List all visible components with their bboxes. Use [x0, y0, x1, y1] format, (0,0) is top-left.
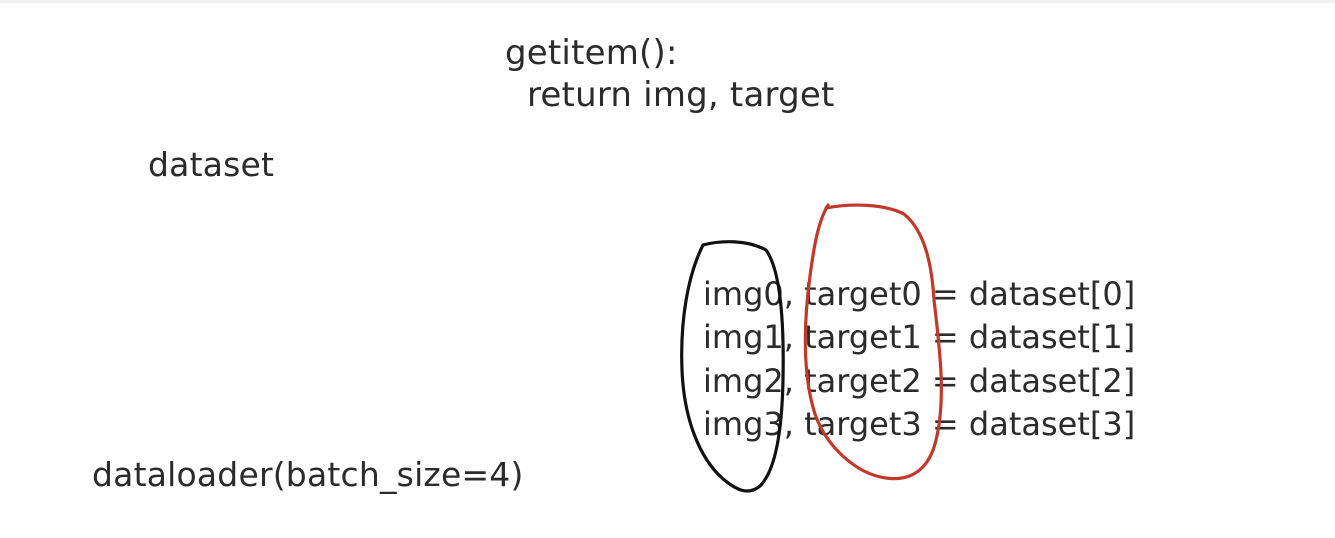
- dataset-row: img2, target2 = dataset[2]: [703, 362, 1136, 400]
- dataset-row: img3, target3 = dataset[3]: [703, 405, 1136, 443]
- dataset-label: dataset: [148, 145, 275, 184]
- dataset-row: img0, target0 = dataset[0]: [703, 275, 1136, 313]
- top-edge: [0, 0, 1335, 3]
- return-text: return img, target: [527, 75, 835, 115]
- dataset-row: img1, target1 = dataset[1]: [703, 318, 1136, 356]
- getitem-text: getitem():: [505, 33, 678, 73]
- dataloader-label: dataloader(batch_size=4): [92, 455, 524, 494]
